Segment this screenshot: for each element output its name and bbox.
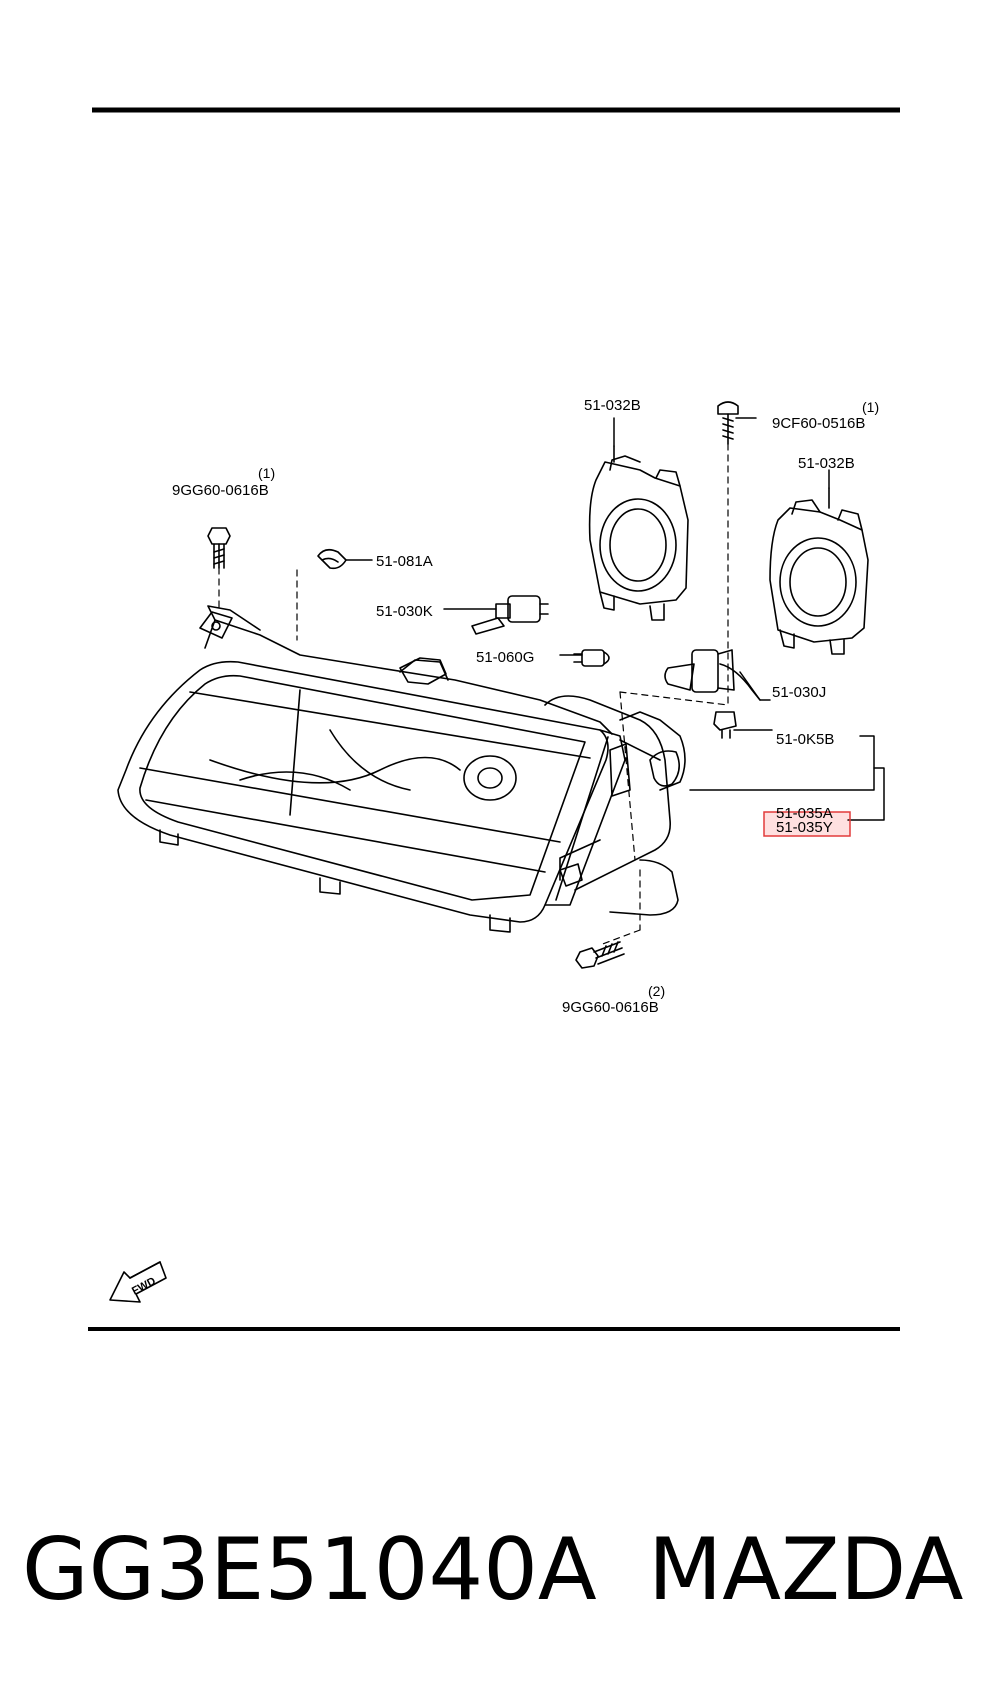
bolt-top-left-part bbox=[207, 527, 231, 569]
bulb-small-part bbox=[573, 649, 610, 667]
bulb-main-part bbox=[664, 649, 761, 701]
brand-name: MAZDA bbox=[648, 1520, 964, 1620]
screw-top-qty: (1) bbox=[862, 399, 879, 415]
headlamp-assembly bbox=[117, 605, 679, 933]
cover-a-label: 51-032B bbox=[584, 397, 641, 414]
bolt-bottom-part bbox=[575, 941, 625, 969]
bulb-h1-label: 51-030K bbox=[376, 603, 433, 620]
bolt-bottom-label: 9GG60-0616B bbox=[562, 999, 659, 1016]
part-number: GG3E51040A bbox=[22, 1520, 597, 1620]
nut-label: 51-0K5B bbox=[776, 731, 834, 748]
connector-part bbox=[559, 711, 686, 887]
bulb-small-label: 51-060G bbox=[476, 649, 534, 666]
cover-a-part bbox=[588, 445, 689, 621]
fwd-arrow-icon bbox=[109, 1261, 167, 1303]
connector-y-label: 51-035Y bbox=[776, 819, 833, 836]
cover-b-label: 51-032B bbox=[798, 455, 855, 472]
bolt-top-left-label: 9GG60-0616B bbox=[172, 482, 269, 499]
clip-label: 51-081A bbox=[376, 553, 433, 570]
fwd-label: FWD bbox=[130, 1275, 158, 1297]
footer: GG3E51040A MAZDA bbox=[0, 1505, 991, 1635]
bulb-h1-part bbox=[399, 595, 549, 685]
bolt-top-left-qty: (1) bbox=[258, 465, 275, 481]
screw-top-part bbox=[717, 401, 739, 445]
nut-part bbox=[713, 711, 737, 739]
cover-b-part bbox=[769, 487, 869, 655]
connector-a-label: 51-035A bbox=[776, 805, 833, 822]
highlight-box bbox=[763, 811, 851, 837]
clip-part bbox=[317, 548, 347, 570]
screw-top-label: 9CF60-0516B bbox=[772, 415, 865, 432]
bolt-bottom-qty: (2) bbox=[648, 983, 665, 999]
headlamp-exploded-diagram: (1) 9GG60-0616B 51-081A 51-030K 51-060G … bbox=[88, 107, 900, 1331]
bulb-main-label: 51-030J bbox=[772, 684, 826, 701]
